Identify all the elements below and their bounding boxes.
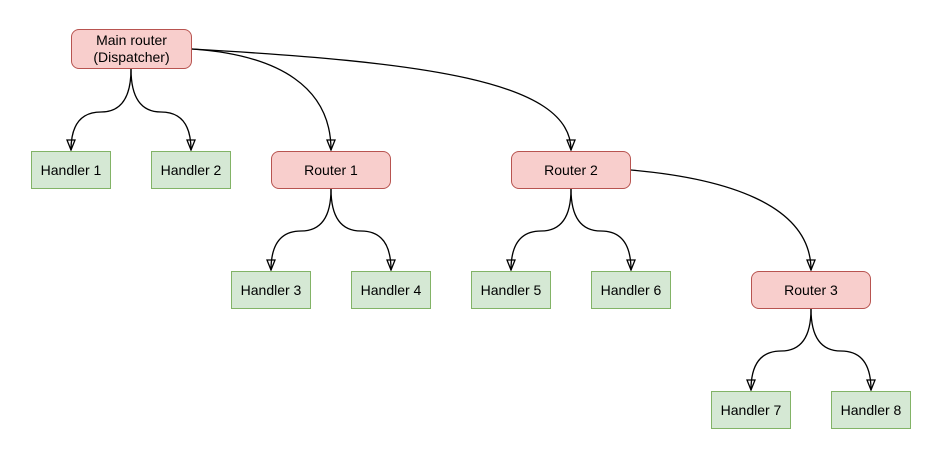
- node-handler-1-label: Handler 1: [40, 161, 102, 178]
- node-handler-8-label: Handler 8: [840, 401, 902, 418]
- edge-router-3-to-handler-8: [810, 308, 871, 390]
- node-router-3-label: Router 3: [784, 281, 838, 298]
- edge-router-3-to-handler-7: [751, 308, 812, 390]
- node-main-router: Main router (Dispatcher): [71, 29, 192, 69]
- node-handler-4: Handler 4: [351, 271, 431, 309]
- node-handler-3-label: Handler 3: [240, 281, 302, 298]
- edge-router-2-to-handler-5: [511, 188, 572, 270]
- edge-main-router-to-handler-2: [130, 68, 191, 150]
- edge-router-2-to-handler-6: [570, 188, 631, 270]
- node-handler-5-label: Handler 5: [480, 281, 542, 298]
- node-router-2: Router 2: [511, 151, 631, 189]
- node-handler-3: Handler 3: [231, 271, 311, 309]
- node-handler-7: Handler 7: [711, 391, 791, 429]
- node-handler-2: Handler 2: [151, 151, 231, 189]
- node-router-1-label: Router 1: [304, 161, 358, 178]
- edge-main-router-to-router-1: [191, 48, 331, 150]
- node-handler-6: Handler 6: [591, 271, 671, 309]
- node-handler-5: Handler 5: [471, 271, 551, 309]
- edge-main-router-to-handler-1: [71, 68, 132, 150]
- node-router-3: Router 3: [751, 271, 871, 309]
- node-handler-2-label: Handler 2: [160, 161, 222, 178]
- node-router-2-label: Router 2: [544, 161, 598, 178]
- edge-router-2-to-router-3: [630, 169, 811, 270]
- node-handler-8: Handler 8: [831, 391, 911, 429]
- node-handler-7-label: Handler 7: [720, 401, 782, 418]
- node-main-router-label: Main router (Dispatcher): [93, 32, 170, 65]
- node-handler-4-label: Handler 4: [360, 281, 422, 298]
- node-router-1: Router 1: [271, 151, 391, 189]
- node-handler-6-label: Handler 6: [600, 281, 662, 298]
- edge-main-router-to-router-2: [191, 48, 571, 150]
- node-handler-1: Handler 1: [31, 151, 111, 189]
- edge-router-1-to-handler-3: [271, 188, 332, 270]
- edge-router-1-to-handler-4: [330, 188, 391, 270]
